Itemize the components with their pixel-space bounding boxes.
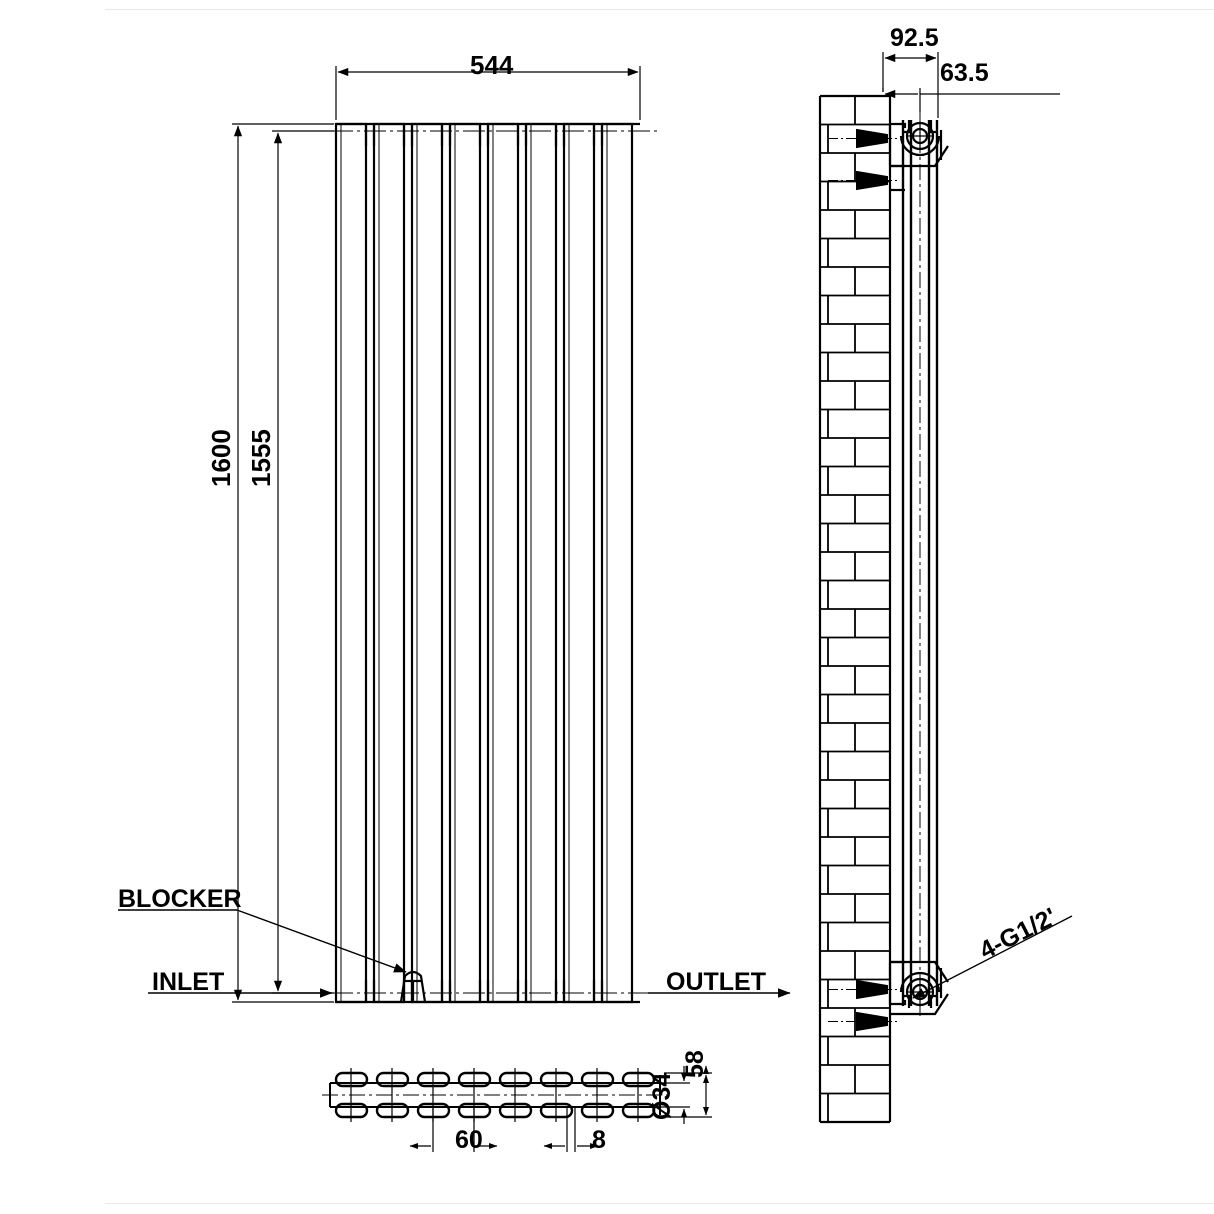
thread-callout-leader — [912, 915, 1073, 999]
dim-label-8: 8 — [592, 1126, 606, 1154]
front-view-geometry — [298, 122, 660, 1004]
side-panel-profile — [901, 110, 939, 1016]
dim-label-63-5: 63.5 — [940, 59, 989, 87]
sheet-border-top — [105, 9, 1214, 10]
bottom-mounting-bracket — [888, 960, 949, 1016]
dim-pitch-60 — [409, 1107, 498, 1152]
wall-brickwork — [818, 94, 892, 1124]
dim-label-1555: 1555 — [246, 429, 276, 487]
dim-height-1600 — [232, 123, 334, 1003]
dim-92-5 — [882, 52, 939, 118]
dim-label-60: 60 — [455, 1126, 483, 1154]
dim-label-92-5: 92.5 — [890, 24, 939, 52]
dim-label-544: 544 — [470, 50, 514, 80]
sheet-border-bottom — [105, 1203, 1214, 1204]
bottom-wall-anchors — [828, 979, 900, 1032]
dim-height-1555 — [272, 130, 334, 994]
dim-width-544 — [335, 66, 641, 120]
blocker-leader — [118, 909, 407, 973]
blocker-label: BLOCKER — [118, 885, 242, 913]
plan-view-geometry — [322, 1068, 668, 1122]
inlet-label: INLET — [152, 968, 225, 996]
blocker-shape — [399, 970, 427, 1003]
dim-63-5 — [882, 88, 1060, 112]
dim-diameter-34 — [660, 1066, 690, 1124]
dim-label-58: 58 — [681, 1050, 709, 1078]
dim-label-1600: 1600 — [206, 429, 236, 487]
top-mounting-bracket — [888, 120, 949, 168]
dim-label-diameter-34: Ø34 — [648, 1072, 676, 1120]
dim-depth-58 — [664, 1065, 712, 1118]
top-wall-anchors — [828, 128, 905, 192]
dim-gap-8 — [543, 1107, 599, 1152]
outlet-label: OUTLET — [666, 968, 766, 996]
